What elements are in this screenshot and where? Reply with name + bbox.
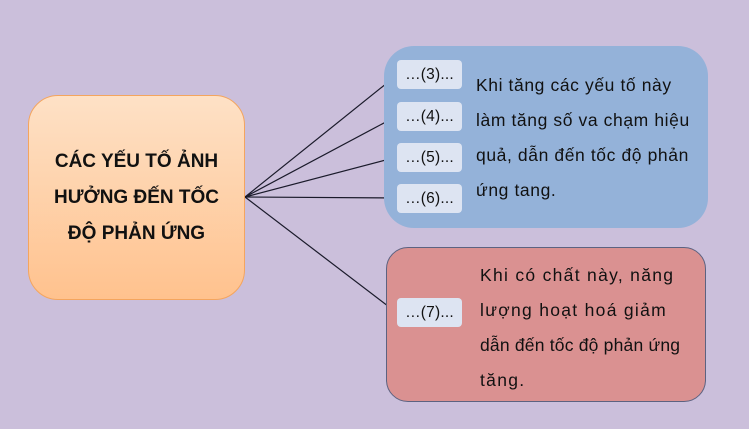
blank-label-3: …(3)... [397, 60, 462, 89]
blank-label-6: …(6)... [397, 184, 462, 213]
central-topic-box: CÁC YẾU TỐ ẢNH HƯỞNG ĐẾN TỐC ĐỘ PHẢN ỨNG [28, 95, 245, 300]
blank-label-5: …(5)... [397, 143, 462, 172]
blank-label-4: …(4)... [397, 102, 462, 131]
blank-label-7: …(7)... [397, 298, 462, 327]
factors-description: Khi tăng các yếu tố này làm tăng số va c… [476, 75, 690, 200]
central-topic-title: CÁC YẾU TỐ ẢNH HƯỞNG ĐẾN TỐC ĐỘ PHẢN ỨNG [54, 150, 219, 244]
catalyst-description: Khi có chất này, năng lượng hoạt hoá giả… [480, 265, 681, 390]
